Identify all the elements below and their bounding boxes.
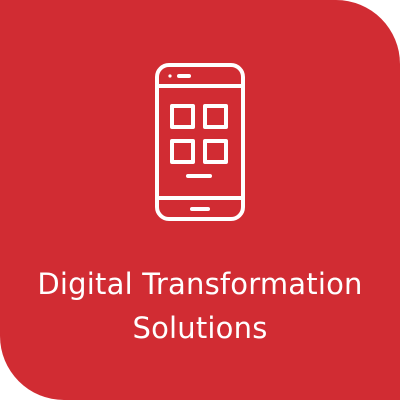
smartphone-app-grid-icon	[154, 62, 246, 222]
tile-title-line-1: Digital Transformation	[37, 267, 363, 301]
tile-title-line-2: Solutions	[132, 311, 268, 345]
tile-title: Digital Transformation Solutions	[0, 262, 400, 350]
